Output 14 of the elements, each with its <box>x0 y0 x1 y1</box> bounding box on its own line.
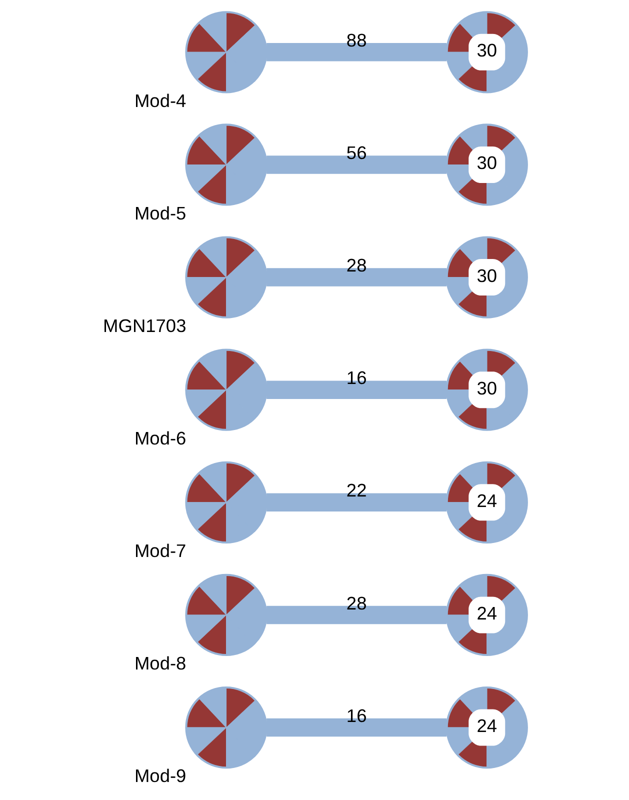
edge-label: 16 <box>346 367 366 388</box>
edge-label: 56 <box>346 142 366 164</box>
edge-label: 28 <box>346 592 366 614</box>
node-label: Mod-7 <box>134 540 186 562</box>
edge-label: 28 <box>346 254 366 276</box>
node-label: Mod-6 <box>134 428 186 449</box>
edge-label: 22 <box>346 480 366 501</box>
node-label: Mod-9 <box>134 765 186 786</box>
node-label: MGN1703 <box>102 314 186 336</box>
edge-label: 88 <box>346 29 366 50</box>
node-label: Mod-4 <box>134 90 186 111</box>
edge-label: 16 <box>346 704 366 726</box>
node-label: Mod-5 <box>134 202 186 224</box>
node-label: Mod-8 <box>134 652 186 674</box>
